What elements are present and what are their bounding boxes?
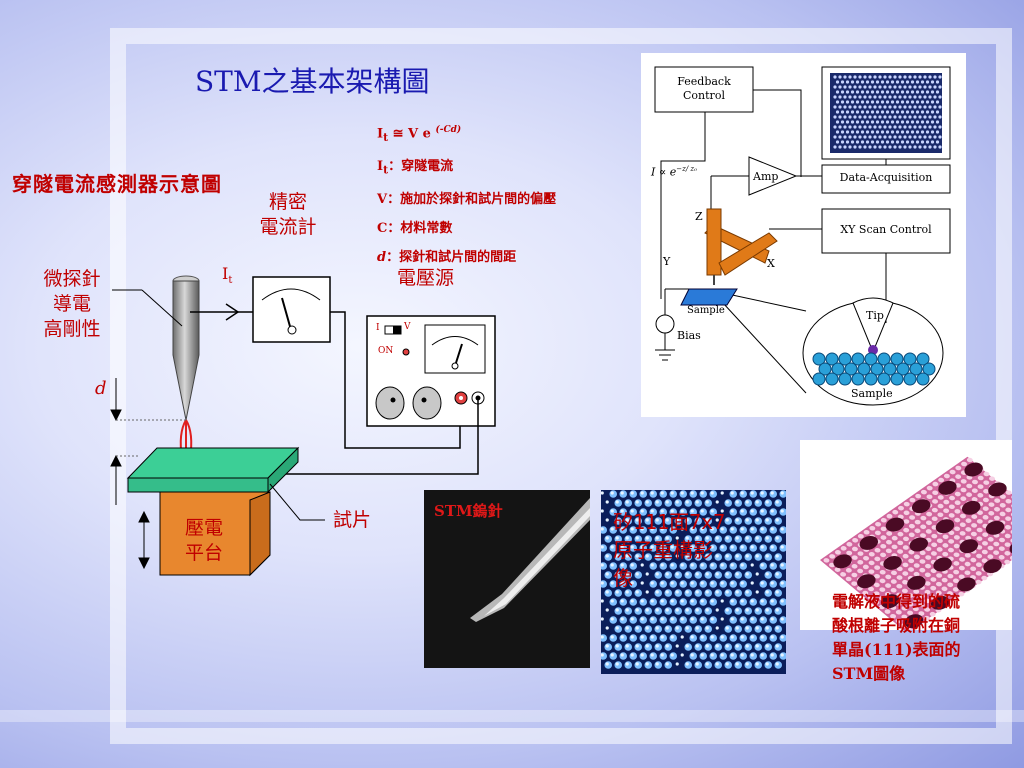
voltage-source (366, 315, 496, 427)
silicon-7x7-image: 矽111面7x7 原子重構影 像 (601, 490, 786, 674)
ammeter (252, 276, 331, 343)
piezo-stage (159, 491, 271, 577)
silicon-atoms (601, 490, 786, 669)
tip-inset (812, 297, 936, 386)
silicon-label: 矽111面7x7 原子重構影 像 (613, 510, 726, 590)
sensor-heading: 穿隧電流感測器示意圖 (12, 172, 222, 196)
bias-label: Bias (677, 329, 701, 342)
current-label: It (222, 264, 233, 287)
axis-x-label: X (767, 257, 775, 270)
copper-caption: 電解液中得到的硫 酸根離子吸附在銅 單晶(111)表面的 STM圖像 (832, 592, 961, 683)
sample-platform (126, 446, 300, 494)
schematic-formula: I ∝ e−z/ z₀ (651, 165, 697, 179)
distance-label: d (95, 378, 107, 399)
on-label: ON (378, 346, 394, 356)
probe-label: 微探針 導電 高剛性 (43, 268, 101, 340)
tip-photo-drawing (424, 490, 590, 668)
formula-line-5: d：探針和試片間的間距 (377, 249, 517, 265)
formula-block: It ≅ V e (-Cd) It：穿隧電流 V：施加於探針和試片間的偏壓 C：… (377, 116, 556, 272)
axis-z-label: Z (695, 210, 703, 223)
apparatus-diagram (110, 275, 496, 577)
xyz-scanner (704, 208, 778, 285)
sample-leader (269, 483, 325, 521)
sample-wire (268, 398, 479, 475)
probe-needle (172, 275, 200, 421)
atom-grid-image (830, 73, 942, 153)
tip-photo-label: STM鎢針 (434, 502, 503, 520)
probe-wire (190, 303, 253, 321)
formula-line-3: V：施加於探針和試片間的偏壓 (377, 191, 557, 207)
axis-y-label: Y (663, 255, 671, 268)
switch-v-label: V (404, 322, 411, 332)
schematic-panel: Feedback Control Amp Data-Acquisition XY… (641, 53, 966, 417)
ammeter-label: 精密 電流計 (259, 191, 317, 238)
data-acquisition-box: Data-Acquisition (839, 171, 933, 184)
probe-leader-2 (141, 289, 183, 327)
feedback-control-box: Feedback Control (677, 75, 731, 102)
piezo-label: 壓電 平台 (184, 517, 223, 564)
voltage-source-label: 電壓源 (397, 267, 455, 289)
formula-line-2: It：穿隧電流 (377, 158, 454, 177)
schematic-drawing (654, 66, 951, 406)
distance-marker (110, 378, 186, 505)
schematic-sample-slab (680, 288, 738, 306)
sample-label: 試片 (333, 509, 372, 531)
schematic-sample-label: Sample (687, 305, 725, 316)
formula-line-1: It ≅ V e (-Cd) (377, 125, 462, 144)
copper-surface-image (800, 440, 1012, 630)
formula-line-4: C：材料常數 (377, 220, 453, 236)
piezo-arrow (138, 510, 150, 570)
tip-label: Tip (866, 309, 884, 322)
switch-i-label: I (376, 323, 380, 333)
ammeter-wire (330, 311, 461, 449)
tungsten-tip-photo: STM鎢針 (424, 490, 590, 668)
amp-label: Amp (753, 170, 779, 183)
slide-title: STM之基本架構圖 (195, 65, 430, 98)
inset-sample-label: Sample (851, 387, 893, 400)
xy-scan-control-box: XY Scan Control (840, 223, 932, 236)
copper-surface-drawing (820, 456, 1012, 630)
